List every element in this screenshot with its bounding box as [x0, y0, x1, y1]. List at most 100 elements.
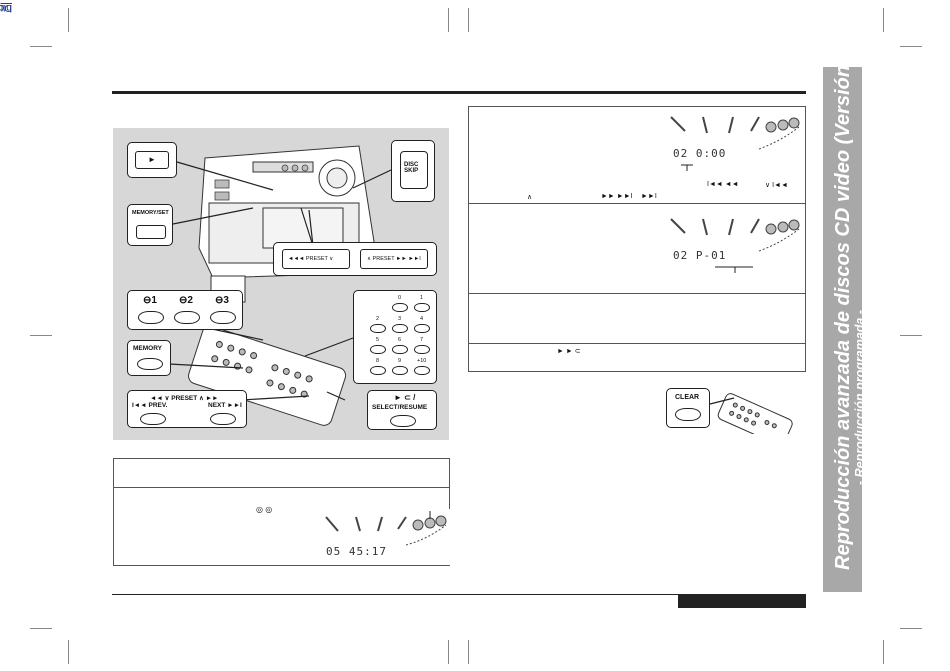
- memory-button[interactable]: [137, 358, 163, 370]
- watermark: Downloaded from: http://www.usersmanualg…: [0, 0, 12, 300]
- step-divider: [469, 203, 805, 204]
- preset-up-label: ∧ PRESET ►► ►►I: [367, 256, 421, 262]
- step1-lcd: 02 0:00: [663, 109, 803, 171]
- disc-keys-callout: ⊖1 ⊖2 ⊖3: [127, 290, 243, 330]
- num-2-label: 2: [376, 316, 380, 322]
- footer-tab: [678, 595, 806, 608]
- preset-down-label: ◄◄◄ PRESET ∨: [288, 256, 334, 262]
- num-plus10-label: +10: [417, 358, 427, 364]
- disc-1-button[interactable]: [138, 311, 164, 324]
- crop-mark: [468, 8, 469, 32]
- disc-3-button[interactable]: [210, 311, 236, 324]
- footer-rule: [112, 594, 806, 595]
- num-2-button[interactable]: [370, 324, 386, 333]
- crop-mark: [448, 8, 449, 32]
- clear-illustration: CLEAR: [664, 384, 798, 434]
- num-1-button[interactable]: [414, 303, 430, 312]
- preset-down-symbol: ∨ I◄◄: [765, 182, 788, 189]
- select-resume-callout: ► ⊂ / SELECT/RESUME: [367, 390, 437, 430]
- preset-up-button[interactable]: ∧ PRESET ►► ►►I: [360, 249, 428, 269]
- crop-mark: [30, 335, 52, 336]
- info-display-readout: 05 45:17: [326, 545, 387, 558]
- info-divider: [114, 487, 449, 488]
- lcd-segments-icon: [670, 116, 800, 171]
- num-6-button[interactable]: [392, 345, 408, 354]
- num-0-button[interactable]: [392, 303, 408, 312]
- select-resume-icon: ► ⊂ /: [394, 393, 416, 402]
- crop-mark: [883, 8, 884, 32]
- num-5-label: 5: [376, 337, 380, 343]
- play-icon: ►: [148, 155, 156, 164]
- num-9-label: 9: [398, 358, 402, 364]
- disc-2-num: 2: [187, 295, 193, 306]
- memory-label: MEMORY: [133, 345, 163, 352]
- memory-callout: MEMORY: [127, 340, 171, 376]
- disc-skip-button[interactable]: DISC SKIP: [400, 151, 428, 189]
- crop-mark: [448, 640, 449, 664]
- num-4-button[interactable]: [414, 324, 430, 333]
- num-4-label: 4: [420, 316, 424, 322]
- step-divider: [469, 343, 805, 344]
- step-divider: [469, 293, 805, 294]
- play-button[interactable]: ►: [135, 151, 169, 169]
- num-9-button[interactable]: [392, 366, 408, 375]
- side-band-title: Reproducción avanzada de discos CD video…: [832, 25, 854, 570]
- rewind-skip-symbol: I◄◄ ◄◄: [707, 181, 739, 188]
- num-8-button[interactable]: [370, 366, 386, 375]
- header-rule: [112, 91, 806, 94]
- crop-mark: [468, 640, 469, 664]
- select-resume-button[interactable]: [390, 415, 416, 427]
- disc-3-num: 3: [223, 295, 229, 306]
- forward-skip-symbol: ►► ►►I: [601, 193, 633, 200]
- crop-mark: [900, 46, 922, 47]
- clear-button[interactable]: [675, 408, 701, 421]
- play-callout: ►: [127, 142, 177, 178]
- num-3-button[interactable]: [392, 324, 408, 333]
- crop-mark: [68, 8, 69, 32]
- num-1-label: 1: [420, 295, 424, 301]
- disc-2-label: ⊖2: [179, 295, 193, 306]
- watermark-link[interactable]: http://www.usersmanualguide.com/: [0, 2, 12, 14]
- lcd-segments-icon: [325, 511, 447, 546]
- prev-next-callout: ◄◄ ∨ PRESET ∧ ►► I◄◄ PREV. NEXT ►►I: [127, 390, 247, 428]
- remote-drawing: [709, 393, 793, 434]
- next-button[interactable]: [210, 413, 236, 425]
- num-7-label: 7: [420, 337, 424, 343]
- preset-callout: ◄◄◄ PRESET ∨ ∧ PRESET ►► ►►I: [273, 242, 437, 276]
- lcd-segments-icon: [670, 218, 800, 273]
- memory-set-label: MEMORY/SET: [132, 210, 169, 216]
- disc-3-label: ⊖3: [215, 295, 229, 306]
- disc-skip-callout: DISC SKIP: [391, 140, 435, 202]
- crop-mark: [900, 628, 922, 629]
- clear-callout: CLEAR: [666, 388, 710, 428]
- num-8-label: 8: [376, 358, 380, 364]
- num-5-button[interactable]: [370, 345, 386, 354]
- preset-row-label: ◄◄ ∨ PRESET ∧ ►►: [150, 395, 219, 402]
- num-plus10-button[interactable]: [414, 366, 430, 375]
- num-6-label: 6: [398, 337, 402, 343]
- disc-2-button[interactable]: [174, 311, 200, 324]
- prev-button[interactable]: [140, 413, 166, 425]
- num-7-button[interactable]: [414, 345, 430, 354]
- play-resume-symbols: ► ► ⊂: [557, 348, 581, 355]
- preset-up-symbol: ∧: [527, 194, 533, 201]
- crop-mark: [883, 640, 884, 664]
- disc-symbols: ◎ ◎: [256, 505, 273, 514]
- info-lcd: 05 45:17: [318, 509, 450, 565]
- step2-lcd: 02 P-01: [663, 211, 803, 273]
- crop-mark: [68, 640, 69, 664]
- clear-label: CLEAR: [675, 394, 700, 401]
- num-0-label: 0: [398, 295, 402, 301]
- memory-set-button[interactable]: [136, 225, 166, 239]
- prev-label: I◄◄ PREV.: [132, 402, 168, 409]
- numpad-callout: 0 1 2 3 4 5 6 7 8 9 +10: [353, 290, 437, 384]
- side-band: Reproducción avanzada de discos CD video…: [823, 25, 867, 592]
- crop-mark: [30, 628, 52, 629]
- preset-down-button[interactable]: ◄◄◄ PRESET ∨: [282, 249, 350, 269]
- step1-display-readout: 02 0:00: [673, 147, 727, 160]
- side-band-subtitle: - Reproducción programada -: [853, 309, 867, 485]
- stereo-and-remote-drawing: [168, 145, 392, 426]
- select-resume-label: SELECT/RESUME: [372, 404, 428, 411]
- disc-skip-label: DISC SKIP: [404, 162, 419, 174]
- num-3-label: 3: [398, 316, 402, 322]
